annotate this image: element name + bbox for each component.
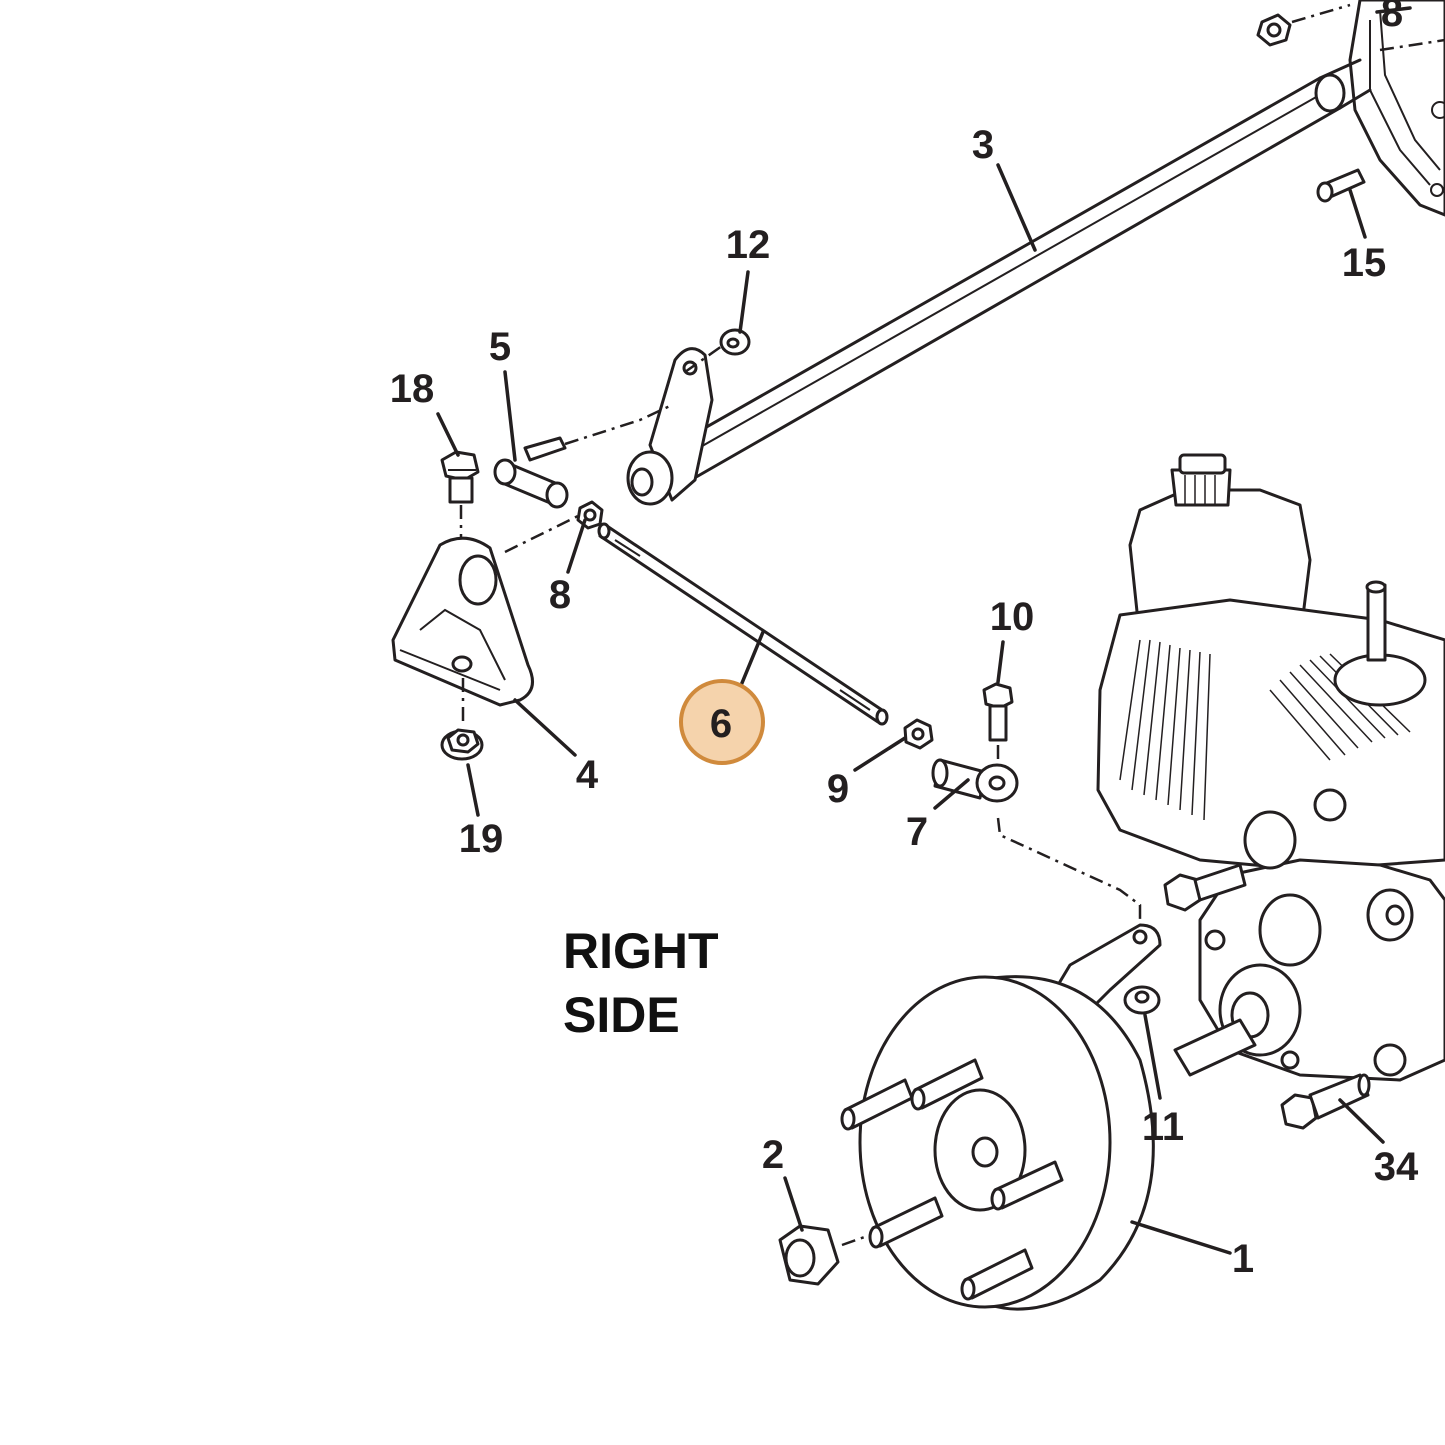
nut-9 <box>903 718 934 750</box>
leader-lines <box>436 6 1412 1255</box>
washer-12 <box>719 328 751 356</box>
frame-bracket <box>1348 0 1445 217</box>
washer-11 <box>1123 985 1161 1015</box>
part-label-19: 19 <box>459 817 504 861</box>
bolt-18 <box>440 450 480 504</box>
part-label-18: 18 <box>390 367 435 411</box>
part-label-11: 11 <box>1142 1105 1184 1149</box>
lug-nut-2 <box>778 1224 840 1286</box>
side-label-line2: SIDE <box>563 987 680 1043</box>
part-label-1: 1 <box>1232 1237 1254 1281</box>
bolt-34 <box>1280 1073 1371 1130</box>
part-label-8-top: 8 <box>1381 0 1403 35</box>
wheel-hub-1 <box>840 975 1155 1311</box>
pin-15 <box>1316 168 1366 203</box>
part-label-12: 12 <box>726 223 771 267</box>
control-rod-6 <box>597 522 889 726</box>
bolt-10 <box>982 682 1014 742</box>
part-label-8-left: 8 <box>549 573 571 617</box>
side-label-line1: RIGHT <box>563 923 719 979</box>
flange-nut-19 <box>440 728 484 761</box>
bracket-4 <box>391 536 534 707</box>
part-label-5: 5 <box>489 325 511 369</box>
part-label-10: 10 <box>990 595 1035 639</box>
shaft-arm <box>626 347 714 506</box>
part-label-3: 3 <box>972 123 994 167</box>
part-label-34: 34 <box>1374 1145 1419 1189</box>
part-label-7: 7 <box>906 810 928 854</box>
transmission-assembly <box>1096 453 1445 1082</box>
nut-8-left <box>576 500 604 530</box>
part-label-2: 2 <box>762 1133 784 1177</box>
part-label-15: 15 <box>1342 241 1387 285</box>
part-label-9: 9 <box>827 767 849 811</box>
pivot-bolt-5 <box>493 436 569 509</box>
part-label-4: 4 <box>576 753 599 797</box>
highlight-circle <box>679 679 765 765</box>
shaft <box>643 58 1372 494</box>
part-labels: 1 2 3 4 5 6 7 8 8 9 10 11 12 15 18 19 34 <box>390 0 1419 1281</box>
housing-bolt <box>1163 863 1247 912</box>
rod-end-7 <box>931 758 1019 803</box>
top-nut <box>1256 13 1292 47</box>
part-label-6: 6 <box>710 702 732 746</box>
